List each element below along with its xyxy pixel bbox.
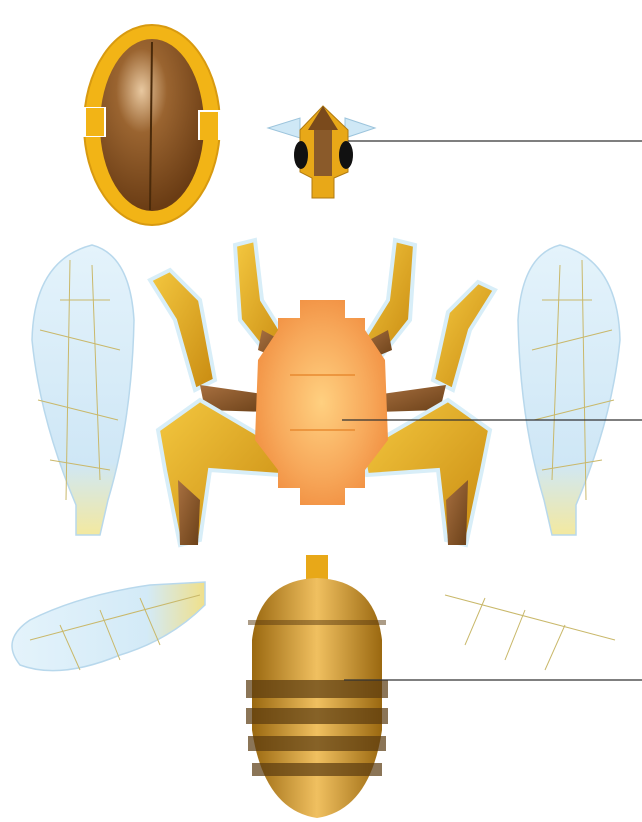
hindwing-right bbox=[445, 582, 642, 671]
forewing-right bbox=[518, 245, 620, 535]
wing-case bbox=[80, 25, 230, 225]
forewing-left bbox=[32, 245, 134, 535]
hindwing-left bbox=[12, 582, 205, 671]
head bbox=[268, 106, 375, 198]
abdomen bbox=[246, 555, 388, 818]
